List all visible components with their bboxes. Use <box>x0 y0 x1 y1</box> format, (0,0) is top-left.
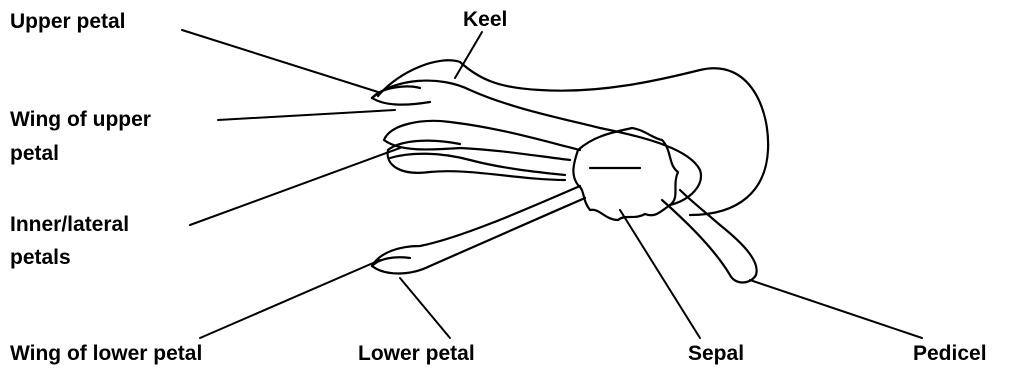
lower-petal-outline <box>372 186 585 274</box>
label-wing-of-upper-petal-line2: petal <box>10 142 59 166</box>
leader-keel <box>455 32 482 78</box>
label-wing-of-upper-petal-line1: Wing of upper <box>10 108 151 132</box>
leader-inner-lateral-petals <box>190 148 400 225</box>
label-upper-petal: Upper petal <box>10 10 126 34</box>
label-wing-of-lower-petal: Wing of lower petal <box>10 342 202 366</box>
leader-upper-petal <box>182 30 378 92</box>
leader-lower-petal <box>400 278 450 338</box>
leader-wing-of-lower-petal <box>200 260 380 338</box>
label-inner-lateral-petals-line2: petals <box>10 246 71 270</box>
label-inner-lateral-petals-line1: Inner/lateral <box>10 213 129 237</box>
upper-petal-tip <box>372 86 430 104</box>
label-keel: Keel <box>463 8 507 32</box>
leader-sepal <box>620 210 700 338</box>
leader-wing-of-upper-petal <box>218 110 395 120</box>
label-lower-petal: Lower petal <box>358 342 475 366</box>
label-pedicel: Pedicel <box>913 342 987 366</box>
label-sepal: Sepal <box>688 342 744 366</box>
sepal-outline <box>573 128 678 220</box>
leader-pedicel <box>750 280 922 338</box>
keel-outline <box>378 60 768 215</box>
inner-lateral-petals-outline <box>388 141 565 180</box>
upper-petal-outline <box>372 81 701 205</box>
